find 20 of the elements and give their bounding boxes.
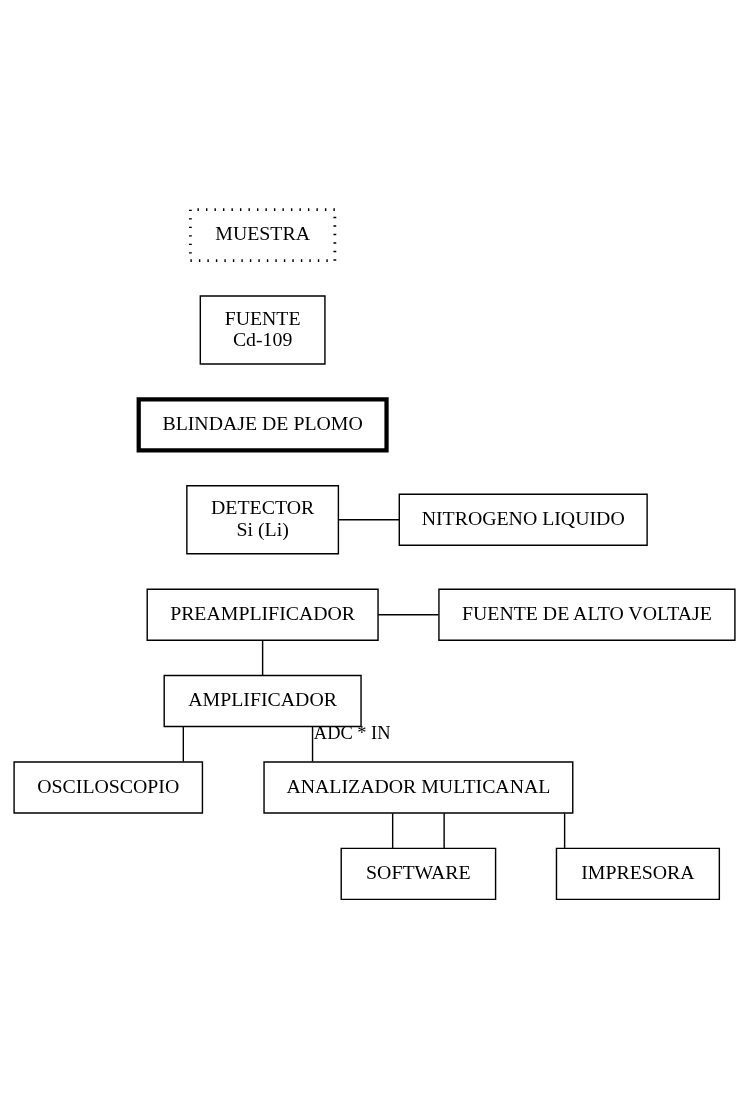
node-box: NITROGENO LIQUIDO <box>398 493 648 546</box>
connector <box>443 812 445 849</box>
node-box: MUESTRA <box>189 207 337 262</box>
node-box: FUENTE Cd-109 <box>199 294 326 365</box>
connector <box>338 518 400 520</box>
connector <box>261 639 264 676</box>
connector <box>377 613 440 615</box>
node-box: SOFTWARE <box>340 847 497 900</box>
connector <box>563 812 566 849</box>
node-box: BLINDAJE DE PLOMO <box>136 396 389 453</box>
connector <box>391 812 394 849</box>
node-box: PREAMPLIFICADOR <box>146 588 379 641</box>
connector <box>311 725 314 762</box>
connector <box>182 725 185 762</box>
node-box: ANALIZADOR MULTICANAL <box>263 760 574 814</box>
node-box: IMPRESORA <box>555 847 721 900</box>
node-box: OSCILOSCOPIO <box>13 760 204 814</box>
node-box: FUENTE DE ALTO VOLTAJE <box>438 588 736 641</box>
node-box: DETECTOR Si (Li) <box>186 484 340 554</box>
node-box: AMPLIFICADOR <box>163 674 362 727</box>
